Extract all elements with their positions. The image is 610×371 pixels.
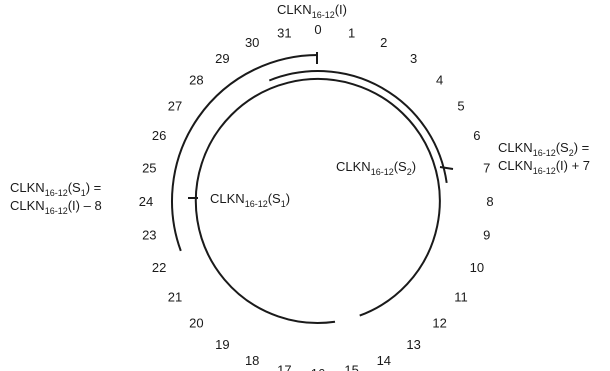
clock-position-31: 31	[277, 25, 291, 40]
clock-position-19: 19	[215, 337, 229, 352]
clock-position-6: 6	[473, 128, 480, 143]
clock-position-29: 29	[215, 51, 229, 66]
top-label-clkn-i: CLKN16-12(I)	[277, 2, 347, 20]
clock-position-14: 14	[377, 353, 391, 368]
clock-position-28: 28	[189, 72, 203, 87]
inner-label-s1: CLKN16-12(S1)	[210, 191, 290, 209]
clock-position-25: 25	[142, 160, 156, 175]
clock-position-30: 30	[245, 35, 259, 50]
clock-position-7: 7	[483, 160, 490, 175]
main-clock-circle	[194, 78, 441, 325]
clock-position-3: 3	[410, 51, 417, 66]
clock-position-20: 20	[189, 316, 203, 331]
clock-position-9: 9	[483, 228, 490, 243]
s1-formula-line1: CLKN16-12(S1) =	[10, 180, 101, 198]
s2-formula-line1: CLKN16-12(S2) =	[498, 140, 589, 158]
clock-position-17: 17	[277, 363, 291, 371]
clock-position-24: 24	[139, 194, 153, 209]
clock-position-8: 8	[486, 194, 493, 209]
clock-position-27: 27	[168, 98, 182, 113]
clock-position-21: 21	[168, 290, 182, 305]
clock-position-numbers: 0123456789101112131415161718192021222324…	[139, 22, 494, 371]
clock-position-12: 12	[432, 316, 446, 331]
clock-position-22: 22	[152, 260, 166, 275]
clock-position-5: 5	[457, 98, 464, 113]
tick-position-7	[439, 166, 454, 170]
s2-formula-line2: CLKN16-12(I) + 7	[498, 158, 590, 176]
s1-offset-arc	[171, 54, 319, 252]
clock-position-26: 26	[152, 128, 166, 143]
clock-position-11: 11	[454, 290, 468, 305]
clock-position-4: 4	[436, 72, 443, 87]
clock-position-1: 1	[348, 25, 355, 40]
clock-position-15: 15	[344, 363, 358, 371]
clock-position-23: 23	[142, 228, 156, 243]
s2-offset-arc	[268, 70, 448, 184]
s1-formula-line2: CLKN16-12(I) – 8	[10, 198, 102, 216]
clock-position-13: 13	[406, 337, 420, 352]
clock-position-2: 2	[380, 35, 387, 50]
clock-position-16: 16	[311, 366, 325, 371]
clock-position-10: 10	[470, 260, 484, 275]
clock-position-18: 18	[245, 353, 259, 368]
inner-label-s2: CLKN16-12(S2)	[336, 159, 416, 177]
clock-position-0: 0	[314, 22, 321, 37]
